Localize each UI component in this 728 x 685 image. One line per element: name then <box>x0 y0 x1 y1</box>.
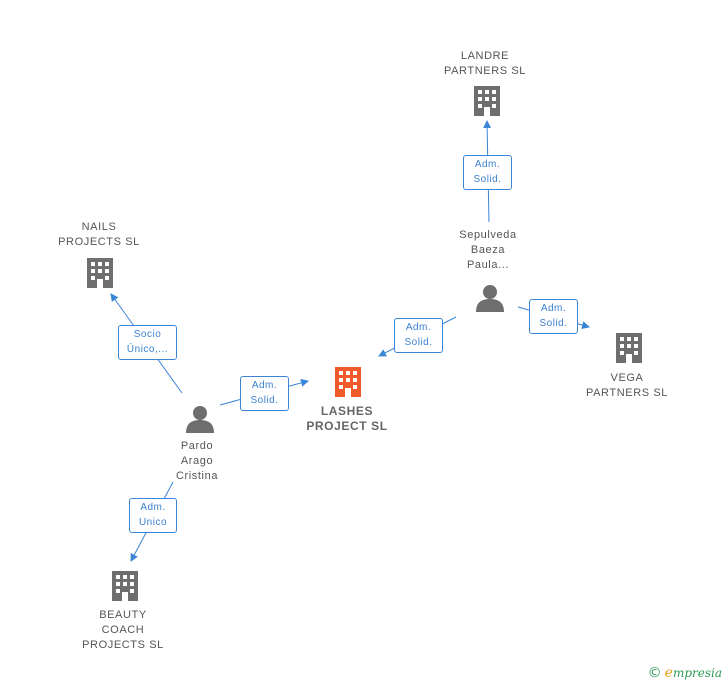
vega-building-icon[interactable] <box>616 333 642 363</box>
sepulveda-label[interactable]: Sepulveda Baeza Paula... <box>459 229 517 271</box>
sepulveda-person-icon[interactable] <box>476 285 504 312</box>
edge-label-sepulveda-landre: Adm. Solid. <box>463 155 512 190</box>
nails-building-icon[interactable] <box>87 258 113 288</box>
edge-label-sepulveda-vega: Adm. Solid. <box>529 299 578 334</box>
brand-initial: e <box>664 665 673 681</box>
landre-building-icon[interactable] <box>474 86 500 116</box>
brand-name: mpresia <box>672 666 722 680</box>
edge-label-pardo-nails: Socio Único,... <box>118 325 177 360</box>
edge-label-pardo-beauty: Adm. Unico <box>129 498 177 533</box>
beauty-building-icon[interactable] <box>112 571 138 601</box>
beauty-label[interactable]: BEAUTY COACH PROJECTS SL <box>82 609 164 651</box>
empresia-watermark: ©empresia <box>648 665 722 681</box>
pardo-person-icon[interactable] <box>186 406 214 433</box>
vega-label[interactable]: VEGA PARTNERS SL <box>586 372 668 399</box>
pardo-label[interactable]: Pardo Arago Cristina <box>175 440 219 482</box>
edge-label-sepulveda-lashes: Adm. Solid. <box>394 318 443 353</box>
lashes-building-icon[interactable] <box>335 367 361 397</box>
edge-label-pardo-lashes: Adm. Solid. <box>240 376 289 411</box>
nails-label[interactable]: NAILS PROJECTS SL <box>58 221 140 248</box>
copyright-symbol: © <box>647 665 662 681</box>
lashes-label[interactable]: LASHES PROJECT SL <box>306 404 388 433</box>
landre-label[interactable]: LANDRE PARTNERS SL <box>444 50 526 77</box>
